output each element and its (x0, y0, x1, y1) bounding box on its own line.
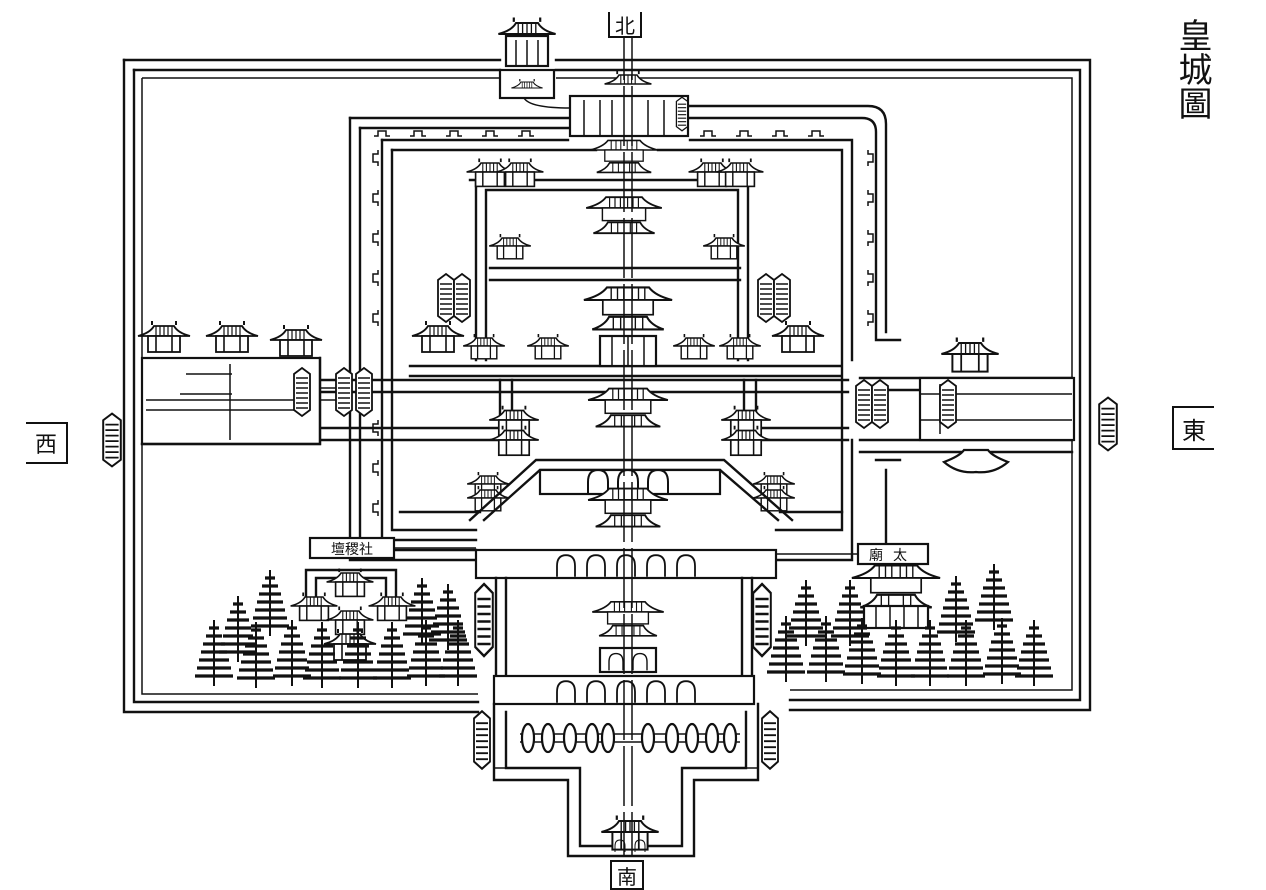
east-label-text: 東 (1182, 416, 1206, 445)
meridian-gate (474, 548, 778, 580)
east-label: 東 (1172, 406, 1214, 450)
outer-court (398, 378, 844, 528)
north-outer-gate (497, 16, 571, 109)
altar-label: 壇稷社 (331, 541, 373, 558)
map-title: 皇城圖 (1172, 18, 1212, 129)
west-complex (102, 321, 373, 468)
map-title-text: 皇城圖 (1172, 18, 1212, 120)
east-complex (855, 338, 1118, 474)
t-square (472, 702, 780, 858)
north-palace-gate (568, 69, 690, 138)
west-label: 西 (26, 422, 68, 464)
golden-water-bridges (520, 722, 738, 754)
central-axis (623, 20, 633, 856)
south-label-text: 南 (617, 864, 637, 889)
inner-court (408, 273, 842, 378)
north-label-text: 北 (615, 13, 635, 38)
west-label-text: 西 (34, 433, 57, 458)
rear-court (467, 139, 764, 362)
south-label: 南 (610, 860, 644, 890)
duanmen-court (473, 576, 773, 678)
north-label: 北 (608, 12, 642, 38)
outer-wall (122, 58, 1092, 714)
altar-of-soil-and-grain (291, 536, 476, 660)
temple-label: 廟太 (869, 547, 917, 564)
